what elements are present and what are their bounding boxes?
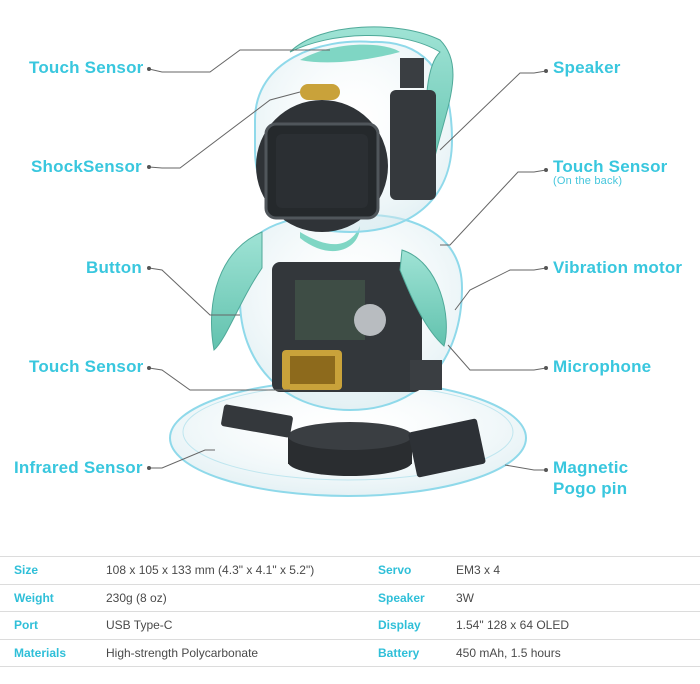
spec-key: Materials — [0, 638, 106, 667]
leader-lines — [148, 49, 547, 471]
label-touch-sensor-back-note: (On the back) — [553, 175, 623, 187]
spec-key: Size — [0, 556, 106, 584]
leader-touch-back — [440, 169, 547, 246]
label-microphone: Microphone — [553, 357, 652, 376]
leader-dots — [147, 67, 548, 472]
spec-row: Size 108 x 105 x 133 mm (4.3" x 4.1" x 5… — [0, 556, 700, 584]
spec-row: Materials High-strength Polycarbonate Ba… — [0, 638, 700, 667]
spec-value: 1.54" 128 x 64 OLED — [456, 611, 700, 639]
label-touch-sensor-top: Touch Sensor — [29, 58, 144, 77]
leader-pogo — [504, 464, 546, 471]
leader-vibration — [454, 267, 547, 311]
spec-value: 3W — [456, 583, 700, 612]
spec-key: Weight — [0, 583, 106, 612]
leader-button — [148, 267, 240, 316]
label-pogo-line1: Magnetic — [553, 458, 629, 477]
spec-key: Display — [364, 611, 456, 639]
leader-touch-top — [148, 49, 330, 73]
spec-value: 108 x 105 x 133 mm (4.3" x 4.1" x 5.2") — [106, 556, 364, 584]
label-touch-sensor-back-title: Touch Sensor — [553, 157, 668, 176]
label-shock-sensor: ShockSensor — [31, 157, 142, 176]
label-touch-sensor-back: Touch Sensor (On the back) — [553, 157, 668, 187]
robot-body — [211, 213, 464, 412]
spec-key: Battery — [364, 638, 456, 667]
spec-value: 230g (8 oz) — [106, 583, 364, 612]
leader-shock — [148, 91, 301, 169]
spec-key: Speaker — [364, 583, 456, 612]
label-magnetic-pogo-pin: Magnetic Pogo pin — [553, 457, 628, 499]
robot-head — [254, 26, 454, 234]
spec-key: Servo — [364, 556, 456, 584]
label-touch-sensor-mid: Touch Sensor — [29, 357, 144, 376]
label-pogo-line2: Pogo pin — [553, 479, 628, 498]
leader-touch-mid — [148, 367, 290, 391]
robot-illustration — [147, 26, 548, 497]
label-vibration-motor: Vibration motor — [553, 258, 683, 277]
spec-value: USB Type-C — [106, 611, 364, 639]
spec-row: Weight 230g (8 oz) Speaker 3W — [0, 583, 700, 612]
spec-table: Size 108 x 105 x 133 mm (4.3" x 4.1" x 5… — [0, 556, 700, 667]
label-infrared-sensor: Infrared Sensor — [14, 458, 143, 477]
label-button: Button — [86, 258, 142, 277]
label-speaker: Speaker — [553, 58, 621, 77]
spec-row: Port USB Type-C Display 1.54" 128 x 64 O… — [0, 611, 700, 639]
spec-key: Port — [0, 611, 106, 639]
spec-value: EM3 x 4 — [456, 556, 700, 584]
robot-base — [169, 379, 527, 497]
leader-infrared — [149, 449, 215, 469]
leader-speaker — [439, 70, 547, 151]
spec-value: 450 mAh, 1.5 hours — [456, 638, 700, 667]
leader-microphone — [447, 344, 547, 371]
spec-value: High-strength Polycarbonate — [106, 638, 364, 667]
